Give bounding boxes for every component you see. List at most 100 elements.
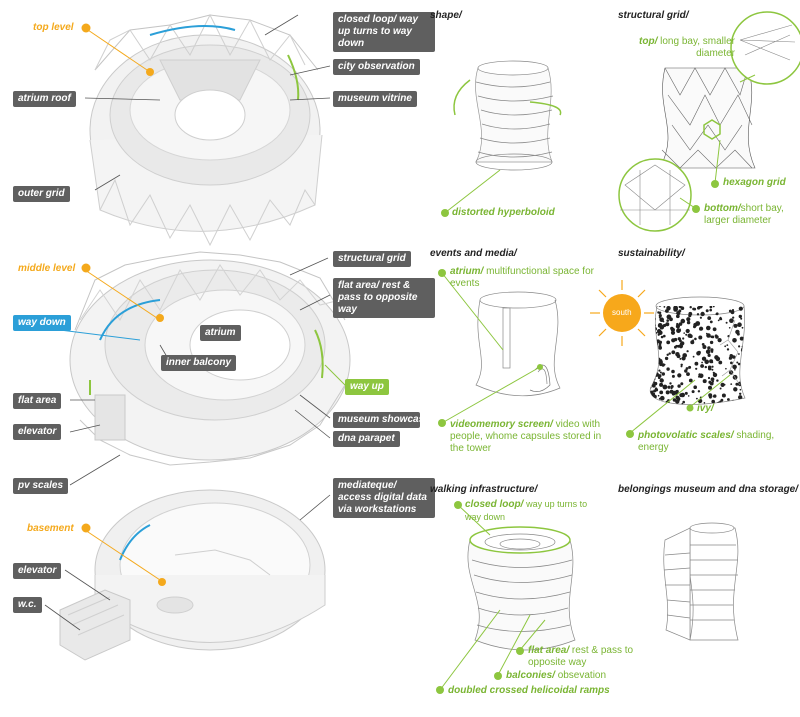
- pv-scale-dot: [737, 362, 741, 366]
- events-diagram: [475, 291, 561, 397]
- pv-scale-dot: [650, 315, 654, 319]
- pv-scale-dot: [650, 330, 654, 334]
- belongings-heading: belongings museum and dna storage/: [618, 484, 799, 495]
- pv-scale-dot: [657, 333, 660, 336]
- pv-scale-dot: [650, 366, 652, 369]
- outer-grid-tag: outer grid: [13, 186, 70, 202]
- pv-scale-dot: [650, 317, 652, 321]
- pv-scale-dot: [671, 350, 676, 355]
- pv-scale-dot: [669, 382, 672, 385]
- pv-scale-dot: [651, 375, 654, 378]
- pv-scale-dot: [651, 338, 656, 344]
- pv-scale-dot: [739, 388, 742, 391]
- pv-scale-dot: [650, 310, 653, 313]
- pv-scale-dot: [659, 324, 665, 330]
- pv-scale-dot: [651, 337, 657, 343]
- pv-scale-dot: [650, 345, 654, 349]
- pv-scale-dot: [651, 349, 655, 354]
- wc-tag: w.c.: [13, 597, 42, 613]
- pv-scale-dot: [742, 368, 745, 371]
- pv-scale-dot: [676, 314, 680, 319]
- pv-scale-dot: [687, 333, 692, 338]
- pv-scale-dot: [650, 319, 655, 324]
- pv-scale-dot: [717, 319, 720, 322]
- pv-scale-dot: [709, 381, 714, 386]
- pv-scale-dot: [657, 340, 660, 342]
- pv-scale-dot: [665, 322, 670, 327]
- pv-scale-dot: [685, 333, 688, 336]
- events-leader-lines: [441, 272, 541, 424]
- pv-scale-dot: [699, 316, 703, 319]
- south-label: south: [612, 308, 632, 317]
- pv-scale-dot: [679, 344, 683, 349]
- city-observation-tag: city observation: [333, 59, 420, 75]
- pv-scale-dot: [733, 387, 738, 392]
- pv-scale-dot: [684, 369, 688, 373]
- pv-scale-dot: [686, 320, 691, 325]
- pv-scale-dot: [663, 306, 666, 308]
- pv-scale-dot: [711, 361, 714, 364]
- pv-scale-dot: [705, 349, 711, 355]
- pv-scale-dot: [659, 317, 664, 323]
- helicoidal-ramps-label: doubled crossed helicoidal ramps: [448, 685, 610, 696]
- pv-scale-dot: [738, 353, 740, 355]
- pv-scale-dot: [683, 332, 685, 334]
- pv-scale-dot: [726, 348, 730, 351]
- structural-grid-tag: structural grid: [333, 251, 411, 267]
- inner-balcony-tag: inner balcony: [161, 355, 237, 371]
- pv-scale-dot: [692, 339, 694, 342]
- pv-scale-dot: [651, 325, 655, 329]
- pv-scale-dot: [665, 309, 669, 313]
- pv-scale-dot: [651, 383, 656, 388]
- ivy-label: ivy/: [697, 403, 714, 414]
- pv-scale-dot: [695, 321, 701, 326]
- flat-area-rest-tag: flat area/ rest & pass to opposite way: [333, 278, 435, 318]
- green-leader-line: [324, 364, 346, 386]
- bottom-grid-label: bottom/short bay, larger diameter: [704, 203, 784, 226]
- pv-scale-dot: [695, 367, 698, 370]
- pv-scale-dot: [680, 363, 683, 366]
- left-leader-lines: [44, 14, 331, 631]
- pv-scale-dot: [744, 301, 746, 303]
- pv-scale-dot: [701, 361, 703, 364]
- pv-scale-dot: [666, 314, 672, 320]
- pv-scale-dot: [666, 367, 670, 371]
- pv-scale-dot: [650, 306, 654, 309]
- pv-scale-dot: [650, 371, 655, 376]
- pv-scale-dot: [704, 359, 709, 365]
- pv-scale-dot: [666, 319, 669, 322]
- pv-scale-dot: [717, 401, 722, 405]
- pv-scale-dot: [707, 346, 711, 350]
- sustainability-leader-lines: [629, 374, 731, 434]
- pv-scale-dot: [734, 369, 736, 371]
- pv-scale-dot: [680, 341, 685, 346]
- pv-scale-dot: [686, 350, 689, 353]
- orange-dots: [81, 23, 166, 586]
- pv-scale-dot: [651, 330, 654, 333]
- pv-scale-dot: [650, 381, 653, 386]
- pv-scale-dot: [725, 321, 728, 324]
- pv-scale-dot: [661, 372, 665, 376]
- pv-scale-dot: [737, 322, 742, 328]
- pv-scale-dot: [738, 345, 741, 348]
- pv-scale-dot: [700, 311, 705, 317]
- pv-scale-dot: [651, 315, 654, 318]
- pv-scale-dot: [724, 345, 727, 348]
- pv-scale-dot: [678, 322, 683, 326]
- balconies-label: balconies/ obsevation: [506, 670, 607, 681]
- pv-scale-dot: [650, 334, 652, 337]
- pv-scale-dot: [663, 334, 666, 338]
- closed-loop-tag: closed loop/ way up turns to way down: [333, 12, 435, 52]
- walking-diagram: [467, 526, 576, 651]
- pv-scale-dot: [652, 332, 656, 336]
- pv-scale-dot: [674, 345, 677, 349]
- pv-scale-dot: [650, 319, 652, 324]
- museum-showcase-tag: museum showcas: [333, 412, 420, 428]
- pv-scale-dot: [677, 373, 682, 378]
- pv-scale-dot: [697, 390, 701, 393]
- pv-scale-dot: [667, 385, 671, 389]
- orange-leader-lines: [84, 27, 161, 581]
- pv-scale-dot: [692, 355, 695, 358]
- elevator-tag-middle: elevator: [13, 424, 62, 440]
- dna-parapet-tag: dna parapet: [333, 431, 400, 447]
